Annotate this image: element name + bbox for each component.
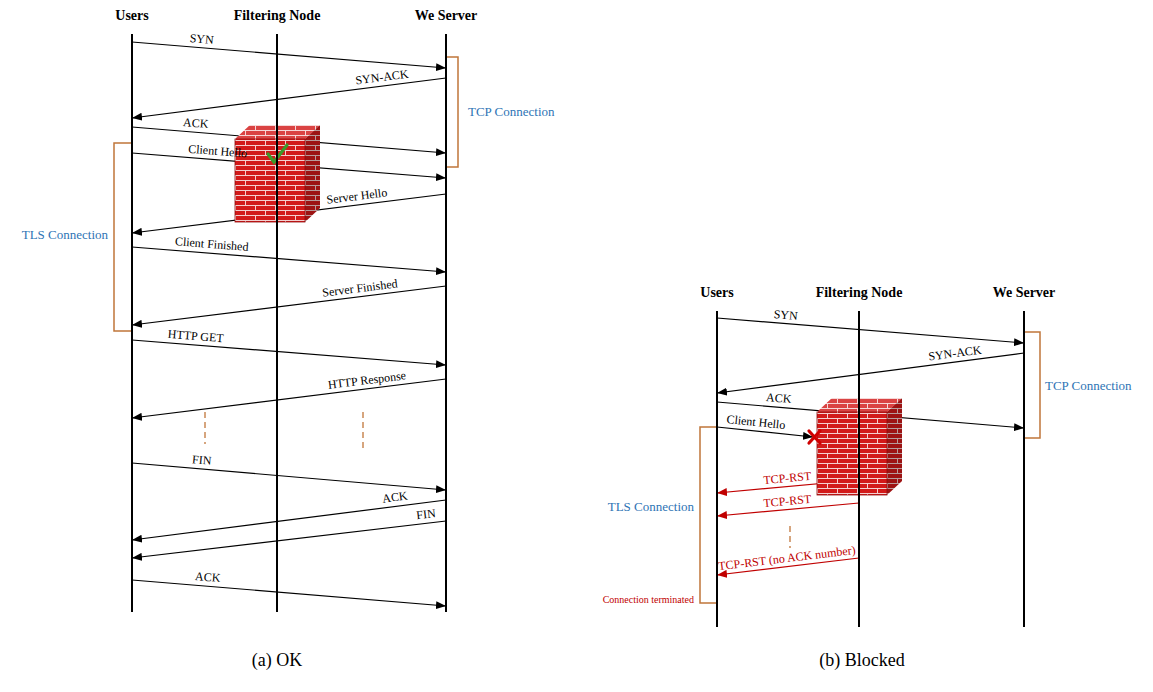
bracket xyxy=(114,143,132,331)
message-arrow xyxy=(717,318,1024,343)
lifeline: We Server xyxy=(990,284,1059,627)
continuation-dash xyxy=(789,526,790,548)
phase-label: TCP Connection xyxy=(468,104,555,120)
continuation-dash xyxy=(204,412,205,444)
message-label: ACK xyxy=(195,569,221,585)
continuation-dash xyxy=(362,412,363,448)
message-label: TCP-RST xyxy=(763,491,812,509)
message-label: SYN xyxy=(773,307,798,323)
lifeline-line xyxy=(858,311,859,627)
message-arrow xyxy=(132,500,446,540)
subfigure-caption: (b) Blocked xyxy=(819,649,904,671)
message-label: FIN xyxy=(192,452,212,468)
lifeline-line xyxy=(131,34,132,612)
message-arrow xyxy=(132,521,446,558)
message-arrow xyxy=(132,340,446,365)
message-arrow xyxy=(132,286,446,325)
message-label: ACK xyxy=(381,489,408,506)
message-arrow xyxy=(132,78,446,118)
message-label: ACK xyxy=(182,115,208,131)
message-label: SYN-ACK xyxy=(928,342,983,363)
message-label: TCP-RST xyxy=(763,468,812,486)
bracket xyxy=(446,57,458,167)
message-label: FIN xyxy=(416,506,437,522)
lifeline-heading: Users xyxy=(697,284,737,301)
subfigure-caption: (a) OK xyxy=(252,649,302,671)
lifeline-heading: Filtering Node xyxy=(813,284,906,301)
block-cross xyxy=(809,431,820,443)
lifeline-line xyxy=(1023,311,1024,627)
lifeline-line xyxy=(276,34,277,612)
message-label: ACK xyxy=(766,390,792,406)
message-label: HTTP GET xyxy=(167,327,224,345)
note-label: Connection terminated xyxy=(603,594,694,606)
message-label: HTTP Response xyxy=(327,368,407,392)
lifeline-heading: We Server xyxy=(990,284,1059,301)
message-label: Client Hello xyxy=(726,412,786,432)
message-label: SYN xyxy=(189,31,214,47)
message-label: TCP-RST (no ACK number) xyxy=(718,542,857,572)
message-arrow xyxy=(132,42,446,68)
lifeline: Users xyxy=(697,284,737,627)
phase-label: TLS Connection xyxy=(22,227,108,243)
lifeline: Filtering Node xyxy=(231,7,324,612)
phase-label: TLS Connection xyxy=(608,499,694,515)
message-arrow xyxy=(132,463,446,490)
bracket xyxy=(1024,332,1040,438)
lifeline-line xyxy=(445,34,446,612)
message-arrow xyxy=(132,580,446,606)
message-label: Server Hello xyxy=(326,185,388,206)
lifeline-heading: We Server xyxy=(412,7,481,24)
lifeline-heading: Filtering Node xyxy=(231,7,324,24)
message-arrow xyxy=(132,379,446,418)
lifeline-line xyxy=(716,311,717,627)
message-label: Client Finished xyxy=(174,234,249,254)
message-arrow xyxy=(717,353,1024,393)
lifeline-heading: Users xyxy=(112,7,152,24)
message-label: SYN-ACK xyxy=(355,67,410,88)
message-arrow xyxy=(132,247,446,272)
lifeline: Filtering Node xyxy=(813,284,906,627)
message-label: Server Finished xyxy=(322,276,399,299)
message-label: Client Hello xyxy=(188,141,248,160)
bracket xyxy=(700,427,717,603)
lifeline: Users xyxy=(112,7,152,612)
phase-label: TCP Connection xyxy=(1045,378,1132,394)
